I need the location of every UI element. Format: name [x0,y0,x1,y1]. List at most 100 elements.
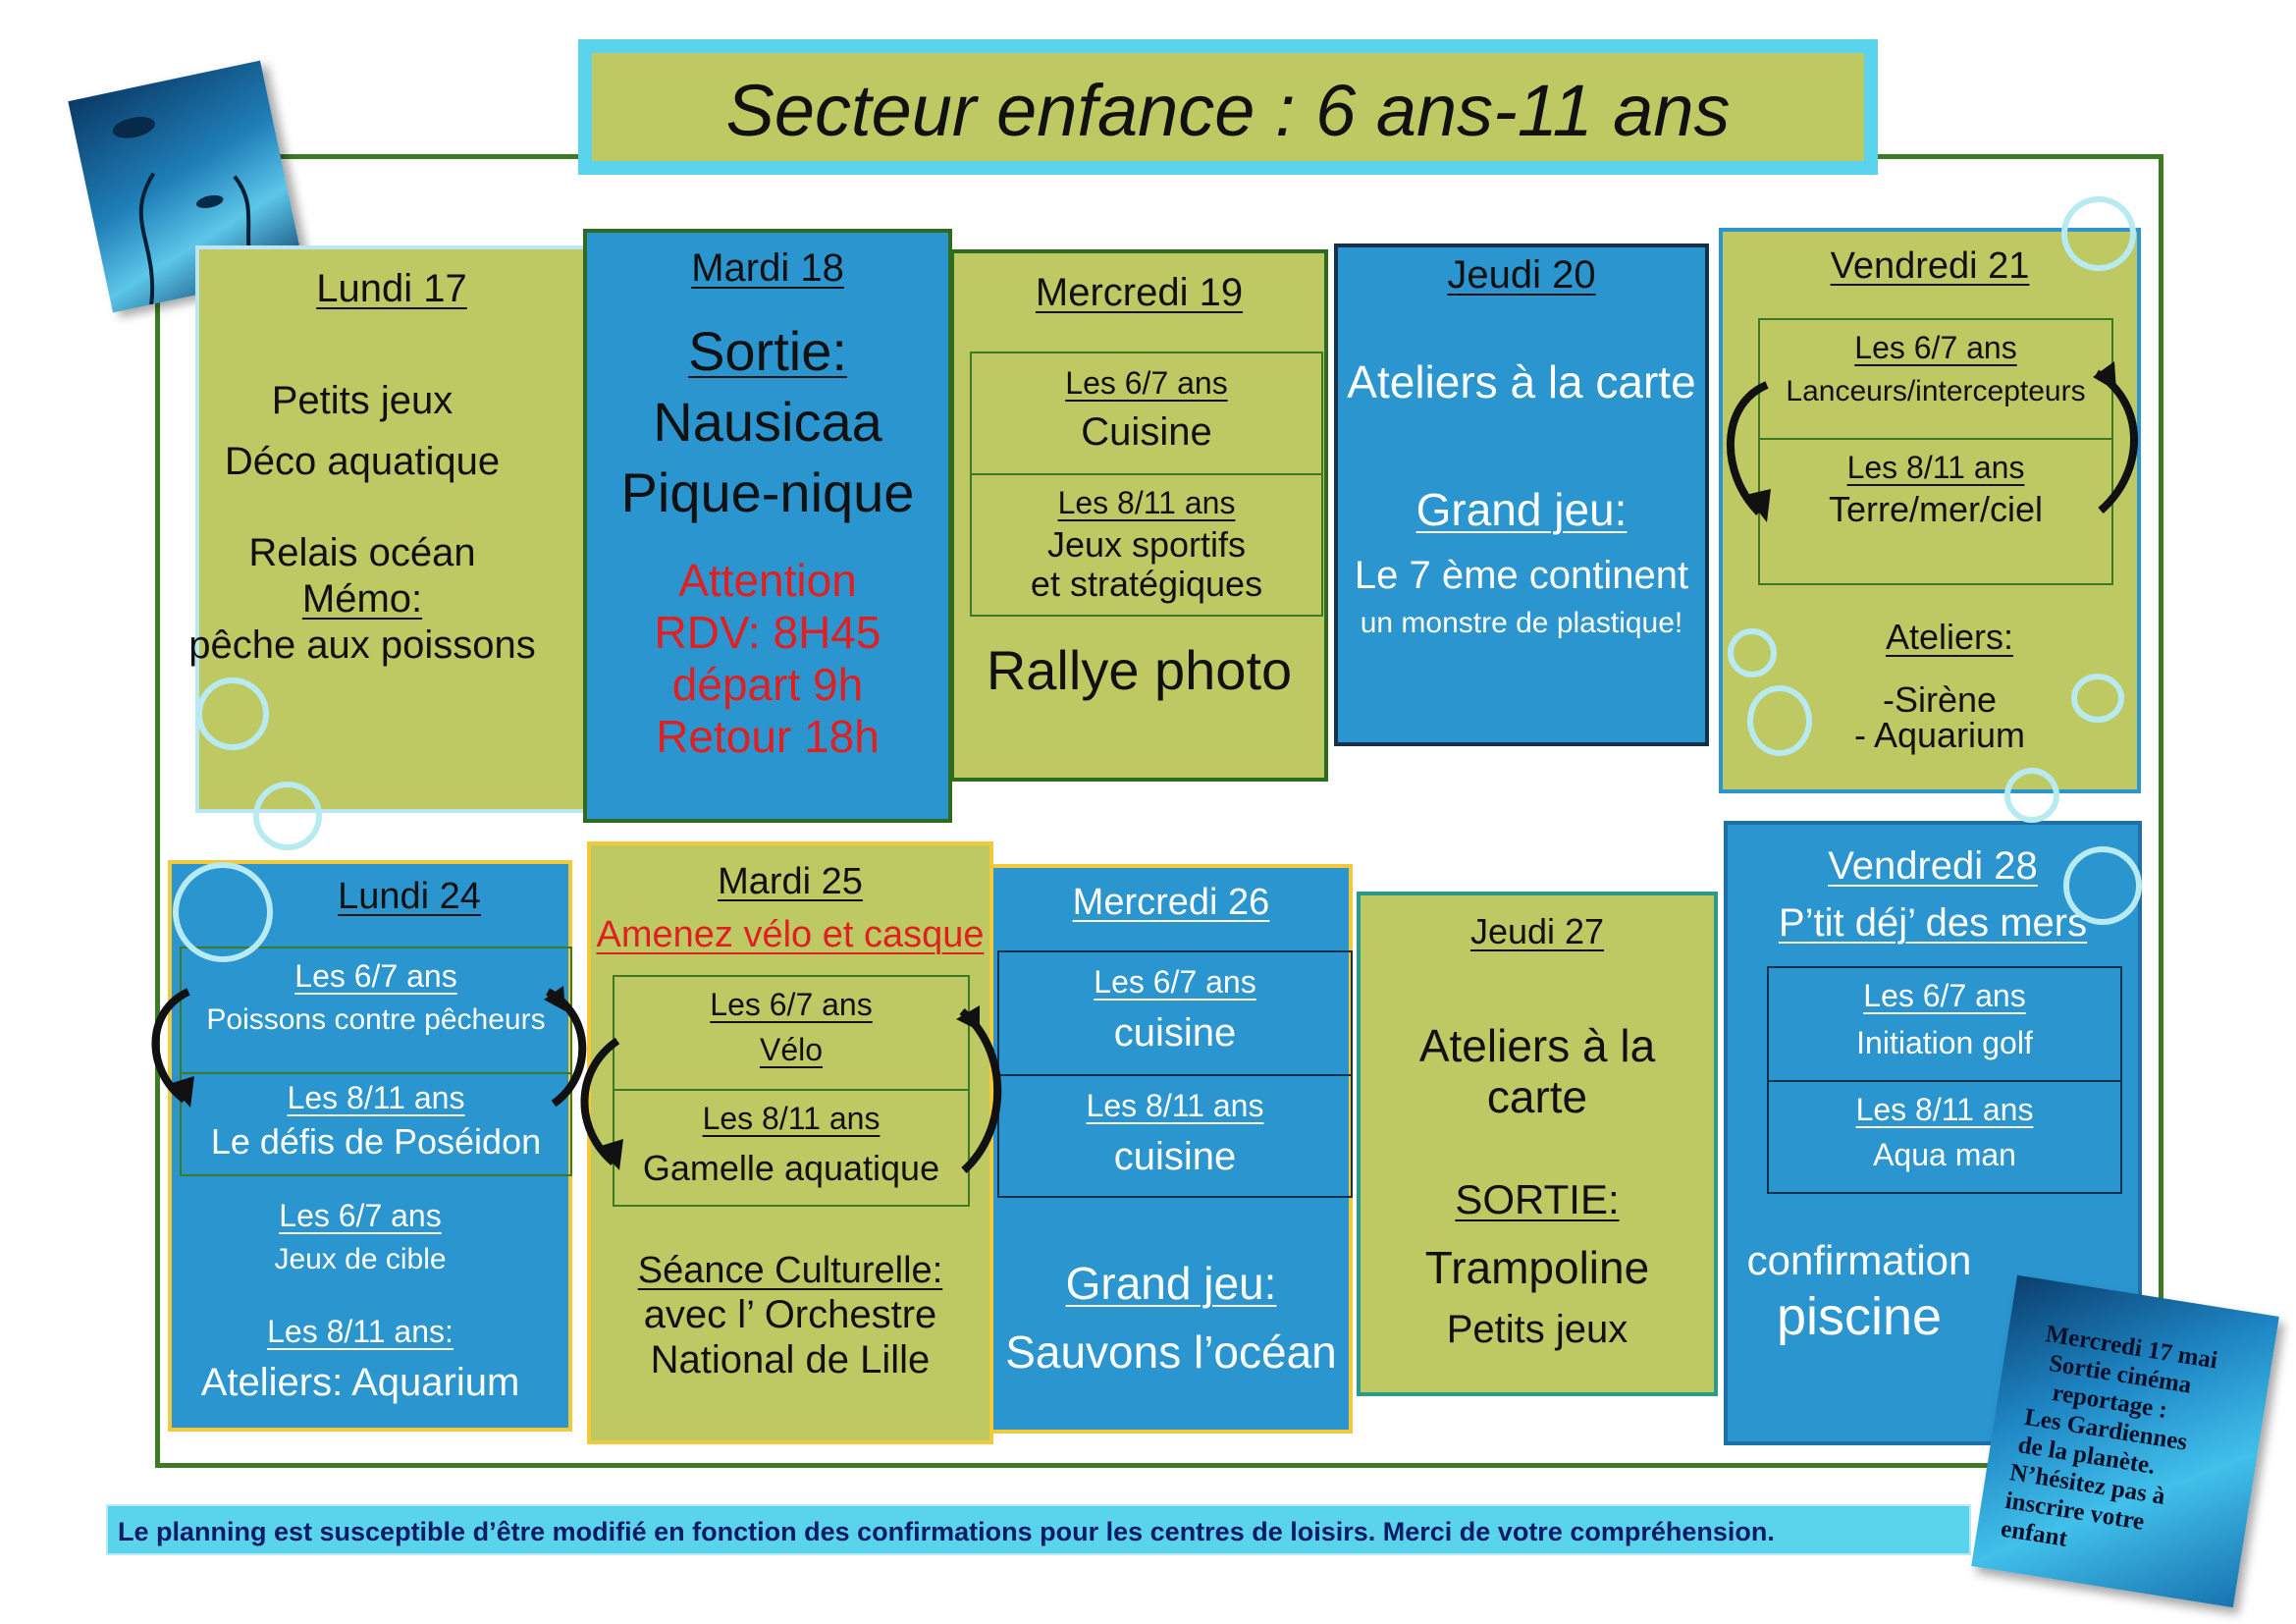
activity: Poissons contre pêcheurs [206,1003,546,1036]
footer-text: Le planning est susceptible d’être modif… [118,1517,1775,1546]
activity: Terre/mer/ciel [1828,489,2044,529]
group-label: Les 8/11 ans [1855,1092,2034,1127]
group-box: Les 8/11 ans Le défis de Poséidon [180,1072,572,1176]
cinema-note-card: Mercredi 17 mai Sortie cinéma reportage … [1971,1274,2279,1608]
curved-arrow-icon [956,1005,1002,1173]
footer-note: Le planning est susceptible d’être modif… [106,1504,1971,1555]
day-title: Mercredi 26 [1072,882,1270,923]
warning: départ 9h [671,659,864,710]
bubble-decoration [173,862,273,962]
group-box: Les 8/11 ans Gamelle aquatique [613,1089,970,1207]
activity: Séance Culturelle: [637,1250,943,1291]
activity: Pique-nique [620,461,915,523]
day-title: Mardi 18 [691,246,844,290]
activity: confirmation [1746,1237,1972,1283]
activity: Grand jeu: [1065,1258,1277,1309]
title-inner: Secteur enfance : 6 ans-11 ans [592,53,1864,161]
activity: SORTIE: [1455,1176,1620,1222]
curved-arrow-icon [151,988,194,1108]
day-title: Jeudi 20 [1447,253,1596,297]
activity: Sauvons l’océan [1005,1326,1337,1378]
warning: Retour 18h [656,711,880,762]
group-box: Les 8/11 ans Jeux sportifs et stratégiqu… [970,473,1323,617]
group-box: Les 8/11 ans cuisine [997,1074,1353,1198]
subtitle: P’tit déj’ des mers [1778,901,2088,945]
day-card-vendredi-21: Vendredi 21 Les 6/7 ans Lanceurs/interce… [1719,228,2141,793]
day-card-mardi-25: Mardi 25 Amenez vélo et casque Les 6/7 a… [587,841,993,1444]
activity: carte [1486,1071,1588,1122]
day-title: Lundi 17 [316,267,467,310]
group-box: Les 6/7 ans Cuisine [970,352,1323,475]
group-label: Les 8/11 ans: [267,1314,454,1349]
group-box: Les 6/7 ans Initiation golf [1767,966,2122,1082]
activity: Trampoline [1424,1242,1650,1293]
activity: National de Lille [650,1338,931,1381]
note: Amenez vélo et casque [596,914,985,955]
page-title: Secteur enfance : 6 ans-11 ans [725,70,1731,151]
warning: Attention [678,555,857,606]
bubble-decoration [1747,685,1812,756]
activity: Jeux de cible [274,1243,447,1275]
group-label: Les 6/7 ans [710,987,873,1022]
activity: Sortie: [688,320,847,382]
day-card-mercredi-19: Mercredi 19 Les 6/7 ans Cuisine Les 8/11… [950,249,1328,782]
activity: Nausicaa [653,391,882,453]
day-card-jeudi-27: Jeudi 27 Ateliers à la carte SORTIE: Tra… [1357,892,1718,1396]
bubble-decoration [2061,196,2136,271]
activity: piscine [1776,1287,1943,1346]
day-card-mardi-18: Mardi 18 Sortie: Nausicaa Pique-nique At… [583,229,952,823]
activity: Jeux sportifs [1046,524,1247,565]
note-card-text: Mercredi 17 mai Sortie cinéma reportage … [1999,1318,2219,1572]
title-banner: Secteur enfance : 6 ans-11 ans [578,39,1878,175]
activity: Initiation golf [1856,1025,2033,1060]
bubble-decoration [196,677,269,750]
bubble-decoration [1728,628,1777,677]
day-title: Mercredi 19 [1035,271,1244,314]
group-label: Les 8/11 ans [1846,450,2025,485]
activity: Mémo: [301,577,423,621]
activity: Lanceurs/intercepteurs [1786,375,2086,407]
activity: Petits jeux [271,379,454,422]
group-label: Les 8/11 ans [287,1080,465,1115]
day-title: Vendredi 28 [1828,844,2038,888]
curved-arrow-icon [2093,361,2138,514]
activity: Ateliers à la [1418,1020,1656,1071]
activity: Rallye photo [986,639,1293,701]
group-label: Les 6/7 ans [1065,365,1228,401]
bubble-decoration [2063,846,2142,925]
group-box: Les 6/7 ans cuisine [997,950,1353,1076]
activity: Petits jeux [1446,1308,1629,1351]
day-card-vendredi-28: Vendredi 28 P’tit déj’ des mers Les 6/7 … [1724,821,2142,1445]
group-box: Les 8/11 ans Aqua man [1767,1080,2122,1194]
activity: Ateliers à la carte [1347,356,1696,407]
activity: Déco aquatique [224,440,501,483]
day-title: Jeudi 27 [1469,911,1605,951]
group-label: Les 6/7 ans [1094,964,1256,1000]
group-box: Les 6/7 ans Poissons contre pêcheurs [180,947,572,1074]
activity: Gamelle aquatique [642,1148,940,1188]
group-box: Les 6/7 ans Vélo [613,975,970,1091]
activity: Le 7 ème continent [1354,554,1689,597]
bubble-decoration [2071,674,2124,723]
warning: RDV: 8H45 [654,607,881,658]
group-label: Les 8/11 ans [1057,485,1236,520]
activity: Grand jeu: [1415,484,1628,535]
group-box: Les 8/11 ans Terre/mer/ciel [1758,438,2113,585]
group-label: Les 6/7 ans [294,958,457,994]
activity: et stratégiques [1030,564,1263,604]
activity: Ateliers: [1885,617,2014,657]
day-title: Lundi 24 [338,876,481,917]
curved-arrow-icon [544,986,587,1108]
curved-arrow-icon [580,1037,623,1170]
group-label: Les 6/7 ans [279,1198,442,1233]
activity: cuisine [1113,1135,1237,1178]
day-title: Mardi 25 [718,861,863,902]
group-label: Les 6/7 ans [1863,978,2026,1013]
group-label: Les 8/11 ans [1086,1088,1264,1123]
activity: - Aquarium [1853,715,2026,755]
activity: -Sirène [1882,679,1998,720]
group-label: Les 6/7 ans [1854,330,2017,365]
activity: cuisine [1113,1011,1237,1055]
group-box: Les 6/7 ans Lanceurs/intercepteurs [1758,318,2113,440]
bubble-decoration [253,782,322,850]
